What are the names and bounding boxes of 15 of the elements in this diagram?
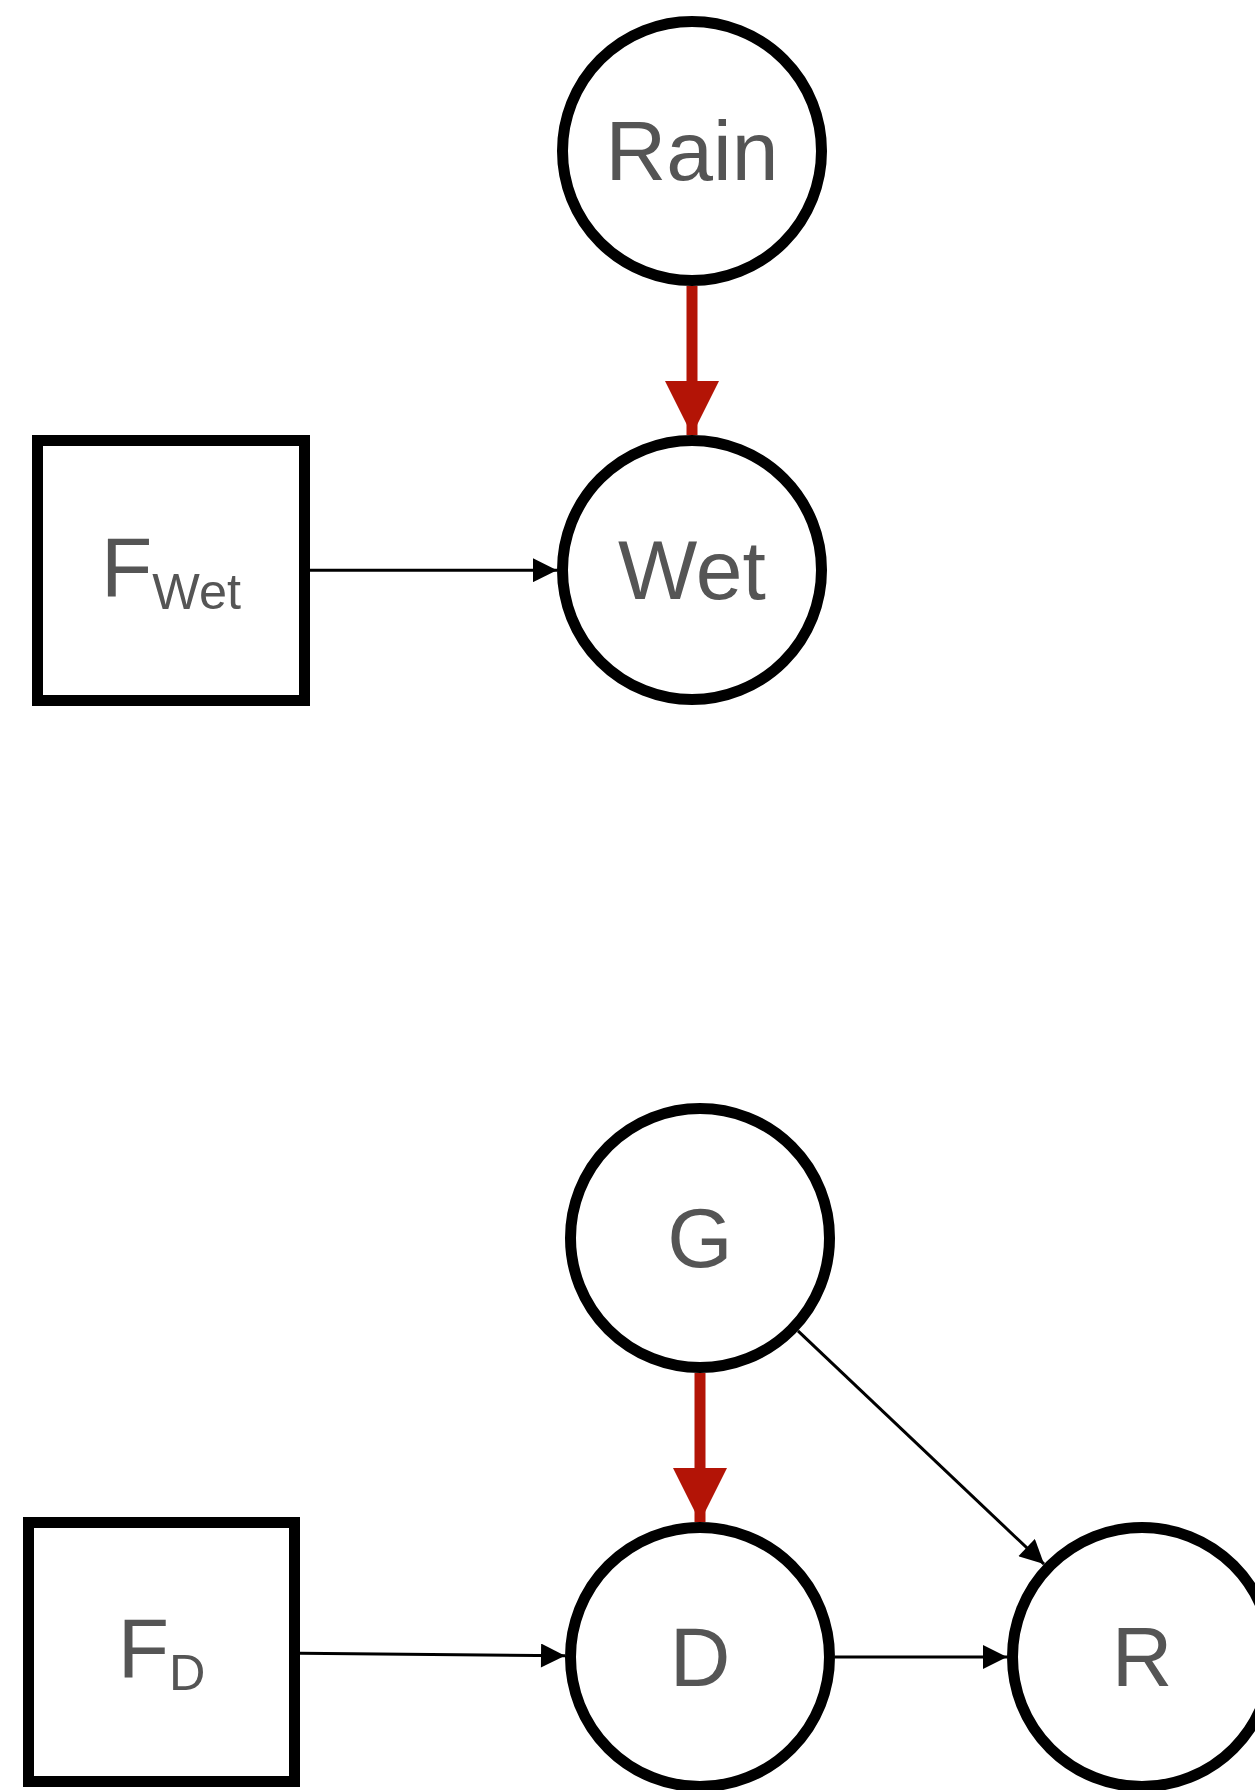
node-label: Wet — [618, 528, 766, 612]
arrow — [835, 1645, 1007, 1669]
arrow — [300, 1643, 566, 1668]
node-label: G — [667, 1196, 733, 1280]
arrow — [310, 558, 557, 583]
arrow — [796, 1329, 1046, 1566]
node-label: F$_{Wet}$ — [101, 524, 241, 617]
arrow — [665, 286, 719, 435]
arrow — [673, 1373, 727, 1522]
factor-box — [23, 1517, 300, 1787]
node-label: Rain — [605, 109, 779, 193]
node-label: R — [1111, 1615, 1173, 1699]
factor-box — [32, 435, 310, 706]
node-label: F$_{D}$ — [117, 1606, 206, 1698]
node-label: D — [669, 1615, 731, 1699]
